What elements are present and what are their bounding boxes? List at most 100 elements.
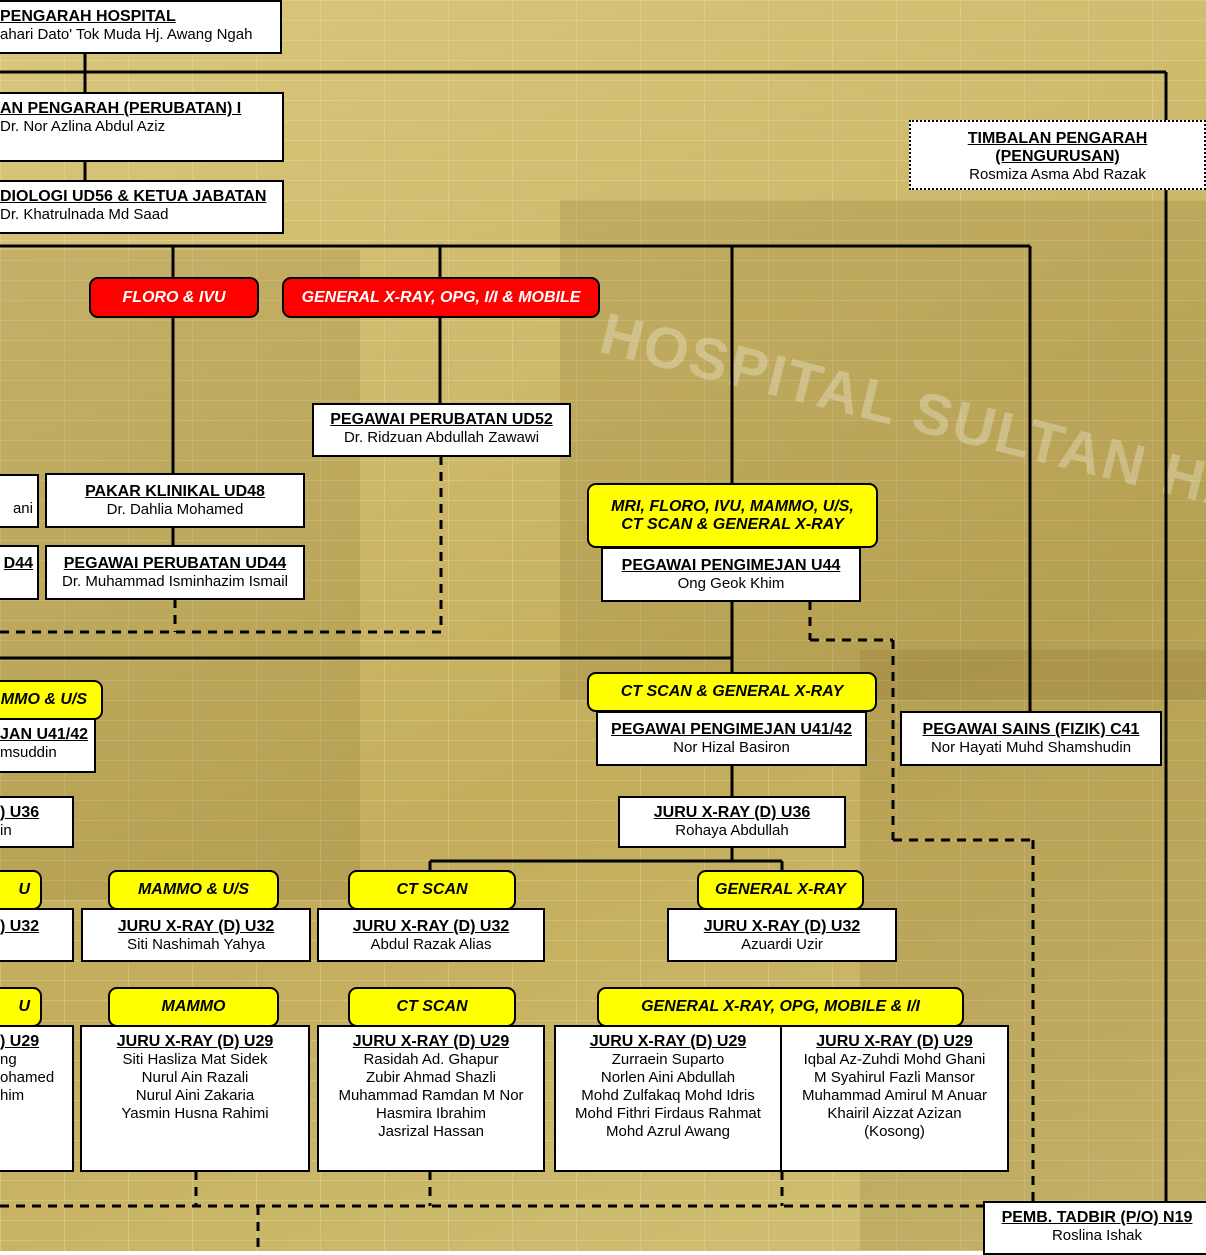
box-name: Siti Hasliza Mat Sidek [122, 1051, 268, 1068]
pegawai-pengimejan-u4142-box: PEGAWAI PENGIMEJAN U41/42 Nor Hizal Basi… [596, 711, 867, 766]
box-title: DIOLOGI UD56 & KETUA JABATAN [0, 188, 267, 205]
partial-box-left-2: D44 [0, 545, 39, 600]
pegawai-perubatan-ud44-box: PEGAWAI PERUBATAN UD44 Dr. Muhammad Ismi… [45, 545, 305, 600]
box-name: ohamed [0, 1069, 55, 1086]
juru-xray-u29-mammo-box: JURU X-RAY (D) U29 Siti Hasliza Mat Side… [80, 1025, 310, 1172]
tag-line1: MRI, FLORO, IVU, MAMMO, U/S, [611, 497, 854, 515]
box-name: Roslina Ishak [1051, 1227, 1143, 1244]
box-name: ani [12, 500, 33, 517]
box-title: JURU X-RAY (D) U32 [117, 918, 275, 935]
box-title-line2: (PENGURUSAN) [995, 148, 1120, 165]
tag-line2: CT SCAN & GENERAL X-RAY [621, 515, 844, 533]
box-name: Norlen Aini Abdullah [600, 1069, 736, 1086]
box-name: Rasidah Ad. Ghapur [363, 1051, 499, 1068]
tag-u-partial-1: U [0, 870, 42, 910]
tag-ct-scan-general-xray: CT SCAN & GENERAL X-RAY [587, 672, 877, 712]
box-name: Rosmiza Asma Abd Razak [969, 166, 1146, 183]
box-name: in [0, 822, 12, 839]
box-name: Ong Geok Khim [677, 575, 785, 592]
pegawai-sains-fizik-c41-box: PEGAWAI SAINS (FIZIK) C41 Nor Hayati Muh… [900, 711, 1162, 766]
juru-xray-u29-general-box-2: JURU X-RAY (D) U29 Iqbal Az-Zuhdi Mohd G… [780, 1025, 1009, 1172]
tag-general-xray-opg-mobile-ii: GENERAL X-RAY, OPG, MOBILE & I/I [597, 987, 964, 1027]
tag-ct-scan-2: CT SCAN [348, 987, 516, 1027]
box-name: ahari Dato' Tok Muda Hj. Awang Ngah [0, 26, 253, 43]
ketua-jabatan-box: DIOLOGI UD56 & KETUA JABATAN Dr. Khatrul… [0, 180, 284, 234]
box-name: msuddin [0, 744, 57, 761]
partial-box-u32: ) U32 [0, 908, 74, 962]
juru-xray-u29-general-box-1: JURU X-RAY (D) U29 Zurraein Suparto Norl… [554, 1025, 782, 1172]
box-title: JURU X-RAY (D) U32 [703, 918, 861, 935]
tag-general-xray-opg-mobile: GENERAL X-RAY, OPG, I/I & MOBILE [282, 277, 600, 318]
box-name: Abdul Razak Alias [370, 936, 492, 953]
box-name: (Kosong) [864, 1123, 925, 1140]
box-title: JAN U41/42 [0, 726, 89, 743]
box-title: JURU X-RAY (D) U36 [653, 804, 811, 821]
box-name: Nor Hayati Muhd Shamshudin [930, 739, 1132, 756]
box-name: Mohd Fithri Firdaus Rahmat [575, 1105, 761, 1122]
box-name: Mohd Azrul Awang [606, 1123, 730, 1140]
box-name: ng [0, 1051, 17, 1068]
juru-xray-u32-general-box: JURU X-RAY (D) U32 Azuardi Uzir [667, 908, 897, 962]
box-name: Muhammad Amirul M Anuar [801, 1087, 988, 1104]
juru-xray-u29-ct-box: JURU X-RAY (D) U29 Rasidah Ad. Ghapur Zu… [317, 1025, 545, 1172]
box-title: JURU X-RAY (D) U29 [116, 1033, 274, 1050]
box-title: PEGAWAI PERUBATAN UD52 [330, 411, 553, 428]
box-title: ) U36 [0, 804, 40, 821]
juru-xray-u32-ct-box: JURU X-RAY (D) U32 Abdul Razak Alias [317, 908, 545, 962]
box-name: Yasmin Husna Rahimi [121, 1105, 269, 1122]
juru-xray-u32-mammo-box: JURU X-RAY (D) U32 Siti Nashimah Yahya [81, 908, 311, 962]
box-name: Mohd Zulfakaq Mohd Idris [581, 1087, 755, 1104]
box-name: Jasrizal Hassan [378, 1123, 484, 1140]
tag-ct-scan-1: CT SCAN [348, 870, 516, 910]
box-title: ) U29 [0, 1033, 40, 1050]
box-name: Rohaya Abdullah [675, 822, 789, 839]
tag-general-xray: GENERAL X-RAY [697, 870, 864, 910]
timbalan-pengarah-pengurusan-box: TIMBALAN PENGARAH (PENGURUSAN) Rosmiza A… [909, 120, 1206, 190]
box-title: PEGAWAI PENGIMEJAN U41/42 [611, 721, 852, 738]
partial-box-u29: ) U29 ng ohamed him [0, 1025, 74, 1172]
partial-box-u4142: JAN U41/42 msuddin [0, 718, 96, 773]
box-name: Iqbal Az-Zuhdi Mohd Ghani [803, 1051, 986, 1068]
pakar-klinikal-ud48-box: PAKAR KLINIKAL UD48 Dr. Dahlia Mohamed [45, 473, 305, 528]
box-name: Khairil Aizzat Azizan [827, 1105, 962, 1122]
partial-box-u36: ) U36 in [0, 796, 74, 848]
box-name: Dr. Khatrulnada Md Saad [0, 206, 169, 223]
tag-mammo: MAMMO [108, 987, 279, 1027]
tag-mri-floro-ivu-mammo-us-ct-general: MRI, FLORO, IVU, MAMMO, U/S, CT SCAN & G… [587, 483, 878, 548]
box-name: M Syahirul Fazli Mansor [814, 1069, 975, 1086]
box-title: PEGAWAI PENGIMEJAN U44 [621, 557, 841, 574]
box-title-line1: TIMBALAN PENGARAH [967, 130, 1148, 147]
box-title: JURU X-RAY (D) U32 [352, 918, 510, 935]
pemb-tadbir-n19-box: PEMB. TADBIR (P/O) N19 Roslina Ishak [983, 1201, 1206, 1255]
tag-floro-ivu: FLORO & IVU [89, 277, 259, 318]
box-title: AN PENGARAH (PERUBATAN) I [0, 100, 242, 117]
box-name: Nurul Aini Zakaria [135, 1087, 255, 1104]
partial-box-left-1: ani [0, 474, 39, 528]
box-name: Dr. Dahlia Mohamed [106, 501, 244, 518]
box-title: PAKAR KLINIKAL UD48 [85, 483, 265, 500]
juru-xray-u36-box: JURU X-RAY (D) U36 Rohaya Abdullah [618, 796, 846, 848]
box-name: Dr. Muhammad Isminhazim Ismail [62, 573, 288, 590]
box-name: Zubir Ahmad Shazli [365, 1069, 497, 1086]
pegawai-perubatan-ud52-box: PEGAWAI PERUBATAN UD52 Dr. Ridzuan Abdul… [312, 403, 571, 457]
pegawai-pengimejan-u44-box: PEGAWAI PENGIMEJAN U44 Ong Geok Khim [601, 547, 861, 602]
box-title: JURU X-RAY (D) U29 [589, 1033, 747, 1050]
box-name: Zurraein Suparto [611, 1051, 725, 1068]
box-title: JURU X-RAY (D) U29 [816, 1033, 973, 1050]
tag-mammo-us: MAMMO & U/S [108, 870, 279, 910]
box-title: PENGARAH HOSPITAL [0, 8, 176, 25]
box-name: Nurul Ain Razali [141, 1069, 249, 1086]
box-title: D44 [3, 555, 33, 572]
pengarah-hospital-box: PENGARAH HOSPITAL ahari Dato' Tok Muda H… [0, 0, 282, 54]
box-name: him [0, 1087, 25, 1104]
box-title: JURU X-RAY (D) U29 [352, 1033, 510, 1050]
tag-u-partial-2: U [0, 987, 42, 1027]
box-name: Siti Nashimah Yahya [127, 936, 265, 953]
box-title: ) U32 [0, 918, 40, 935]
box-title: PEGAWAI SAINS (FIZIK) C41 [922, 721, 1140, 738]
box-title: PEGAWAI PERUBATAN UD44 [63, 555, 287, 572]
tag-mmo-us: MMO & U/S [0, 680, 103, 720]
box-name: Nor Hizal Basiron [673, 739, 790, 756]
box-name: Azuardi Uzir [741, 936, 823, 953]
